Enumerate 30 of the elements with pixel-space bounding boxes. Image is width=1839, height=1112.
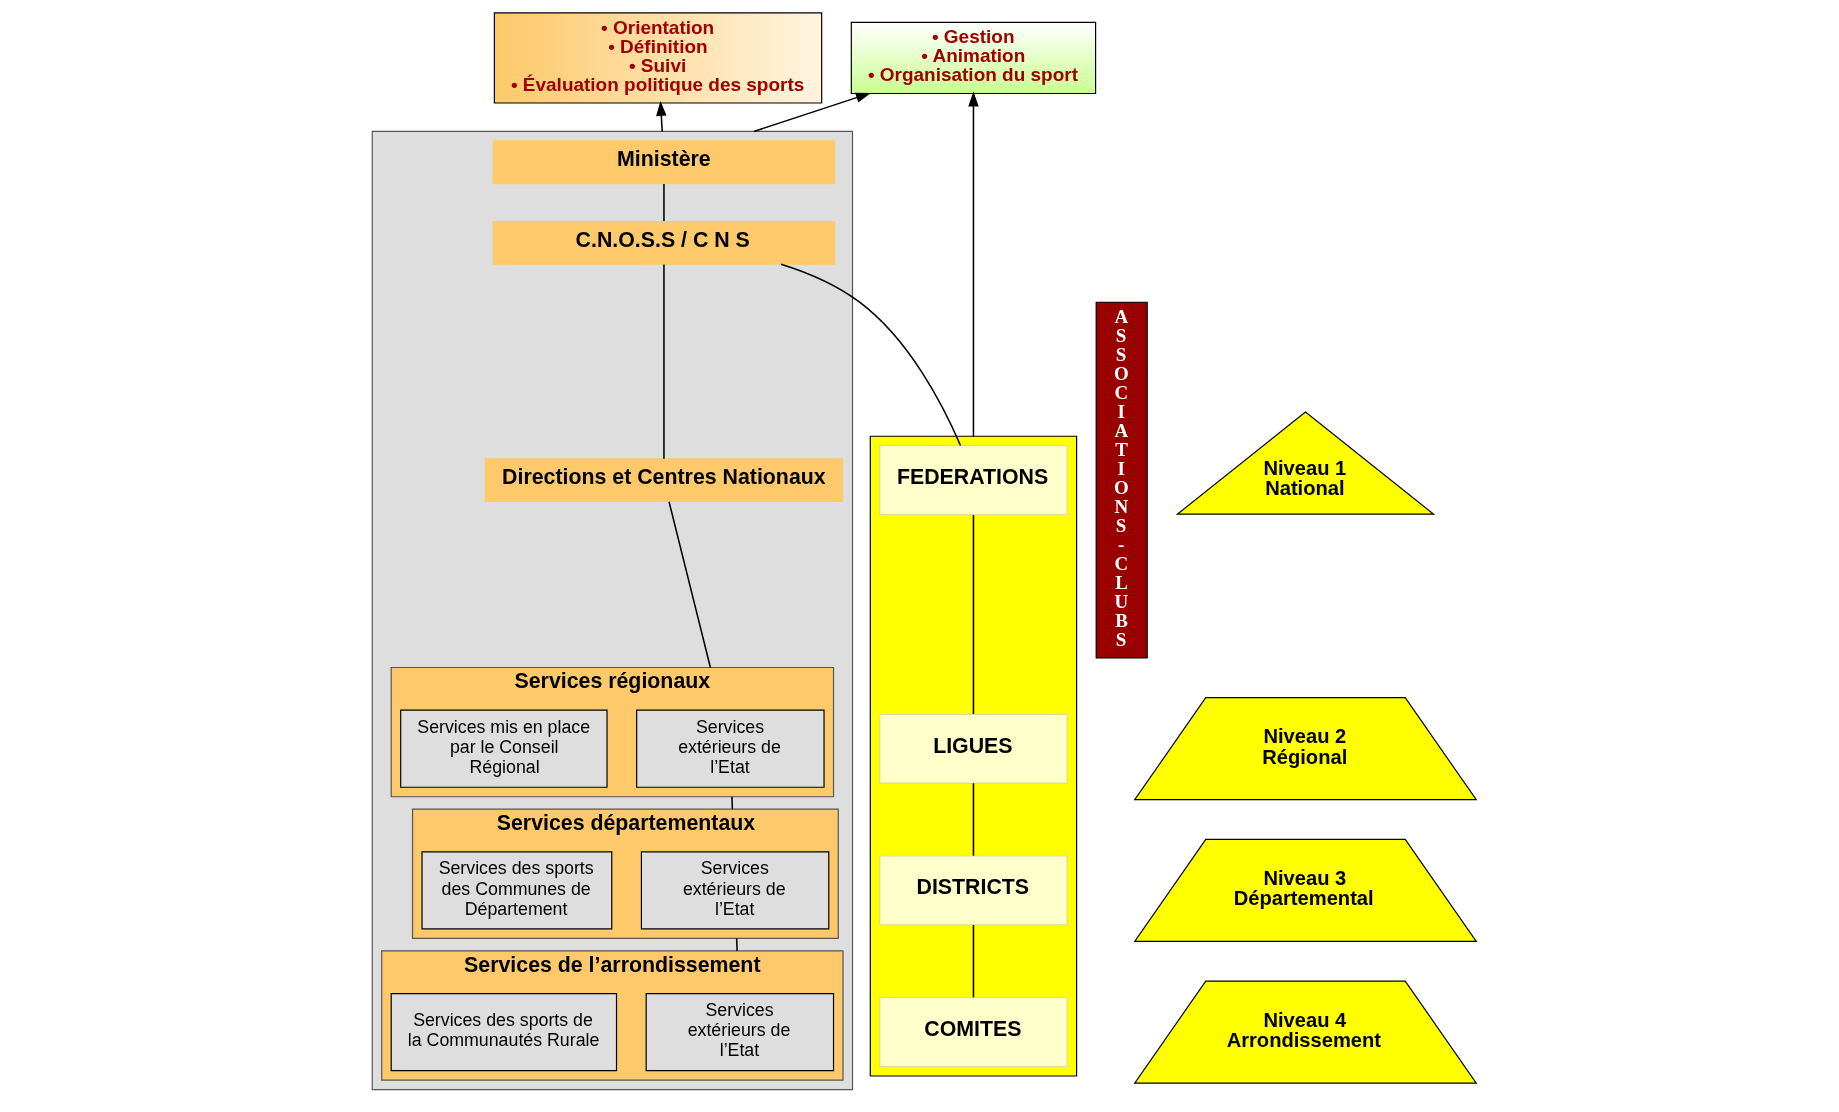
node-box: Services extérieurs de l’Etat (645, 993, 835, 1072)
connector (780, 263, 962, 447)
node-box: COMITES (879, 997, 1068, 1068)
connector (972, 924, 975, 999)
arrow (753, 92, 871, 133)
node-box: Services extérieurs de l’Etat (636, 709, 825, 788)
cluster (869, 435, 1078, 1077)
cluster (371, 130, 854, 1091)
node-box: Directions et Centres Nationaux (484, 458, 843, 503)
connector (668, 500, 712, 669)
node-box: C.N.O.S.S / C N S (492, 221, 836, 265)
node-box: DISTRICTS (879, 855, 1068, 926)
node-box: Services des sports de la Communautés Rurale (390, 993, 618, 1072)
node-box: LIGUES (879, 713, 1068, 784)
node-box: • Gestion • Animation • Organisation du sport (850, 21, 1097, 95)
connector (972, 782, 975, 857)
node-box: • Orientation • Définition • Suivi • Évaluation politique des sports (493, 12, 823, 104)
arrow (656, 100, 667, 133)
connector (663, 183, 665, 222)
node-box: Services des sports des Communes de Département (421, 851, 613, 930)
connector (972, 514, 975, 715)
node-box: ASSOCIATIONS - CLUBS (1095, 301, 1148, 659)
node-box: Ministère (492, 140, 836, 185)
arrow (968, 91, 979, 437)
connector (735, 937, 738, 952)
node-box: Services mis en place par le Conseil Régional (400, 709, 608, 788)
connector (731, 795, 734, 810)
node-box: Services extérieurs de l’Etat (640, 851, 830, 930)
node-box: FEDERATIONS (879, 445, 1068, 516)
connector (663, 263, 665, 460)
